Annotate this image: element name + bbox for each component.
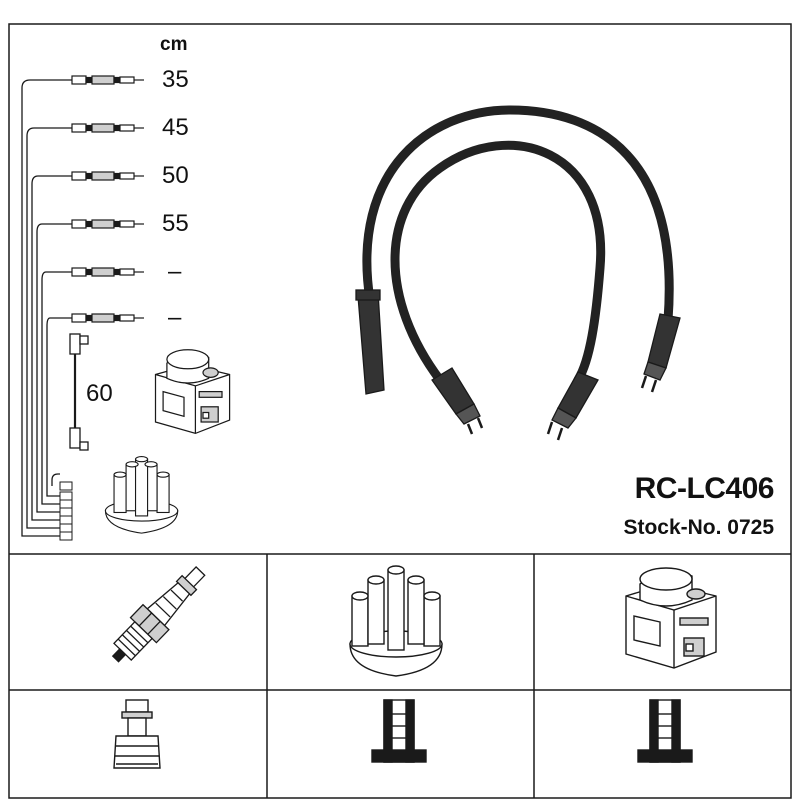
cable-ends xyxy=(355,289,681,441)
coil-lead-boot-top xyxy=(69,333,81,355)
lead-connector xyxy=(71,313,144,323)
lead-5-path xyxy=(41,271,72,505)
stock-number: Stock-No. 0725 xyxy=(623,516,774,539)
lead-connector xyxy=(71,123,144,133)
frame xyxy=(8,23,792,799)
distributor-terminal-icon xyxy=(371,699,427,763)
bundle-terminal xyxy=(59,491,73,501)
lead-35-path xyxy=(21,79,72,537)
ignition-coil-icon-large xyxy=(625,567,717,669)
lead-6-path xyxy=(46,317,72,497)
length-unit-label: cm xyxy=(160,34,188,55)
lead-connector xyxy=(71,171,144,181)
lead-50-path xyxy=(31,175,72,521)
cable-b xyxy=(390,140,606,385)
lead-55-path xyxy=(36,223,72,513)
length-label-6: – xyxy=(168,304,182,331)
length-label-5: – xyxy=(168,258,182,285)
coil-terminal-icon xyxy=(637,699,693,763)
distributor-cap-icon-small xyxy=(104,456,179,534)
coil-lead-join xyxy=(51,473,60,486)
distributor-cap-icon xyxy=(349,565,443,677)
cable-a-boot-straight xyxy=(357,291,385,395)
cable-a-boot-angled xyxy=(647,313,681,369)
length-label-1: 35 xyxy=(162,66,189,93)
ignition-coil-icon xyxy=(154,349,231,435)
bundle-terminal xyxy=(59,523,73,533)
lead-connector xyxy=(71,267,144,277)
ignition-cables-picture xyxy=(362,105,674,385)
coil-lead-length-label: 60 xyxy=(86,380,113,407)
length-label-3: 50 xyxy=(162,162,189,189)
lead-connector xyxy=(71,75,144,85)
spark-plug-icon xyxy=(111,566,206,663)
coil-lead-tip-bottom xyxy=(79,441,89,451)
bundle-terminal xyxy=(59,481,73,491)
coil-lead-boot-bottom xyxy=(69,427,81,449)
lead-connector xyxy=(71,219,144,229)
bundle-terminal xyxy=(59,515,73,525)
bundle-terminals xyxy=(59,481,73,541)
lead-connectors xyxy=(71,75,144,323)
coil-lead-tip-top xyxy=(79,335,89,345)
cable-set-schematic xyxy=(21,79,72,537)
coil-lead xyxy=(69,333,89,451)
product-code: RC-LC406 xyxy=(634,472,775,505)
lead-45-path xyxy=(26,127,72,529)
spark-plug-terminal-icon xyxy=(113,699,161,769)
length-label-4: 55 xyxy=(162,210,189,237)
length-label-2: 45 xyxy=(162,114,189,141)
outer-border xyxy=(8,23,792,799)
cable-a xyxy=(362,105,674,325)
bundle-terminal xyxy=(59,507,73,517)
bundle-terminal xyxy=(59,499,73,509)
bundle-terminal xyxy=(59,531,73,541)
